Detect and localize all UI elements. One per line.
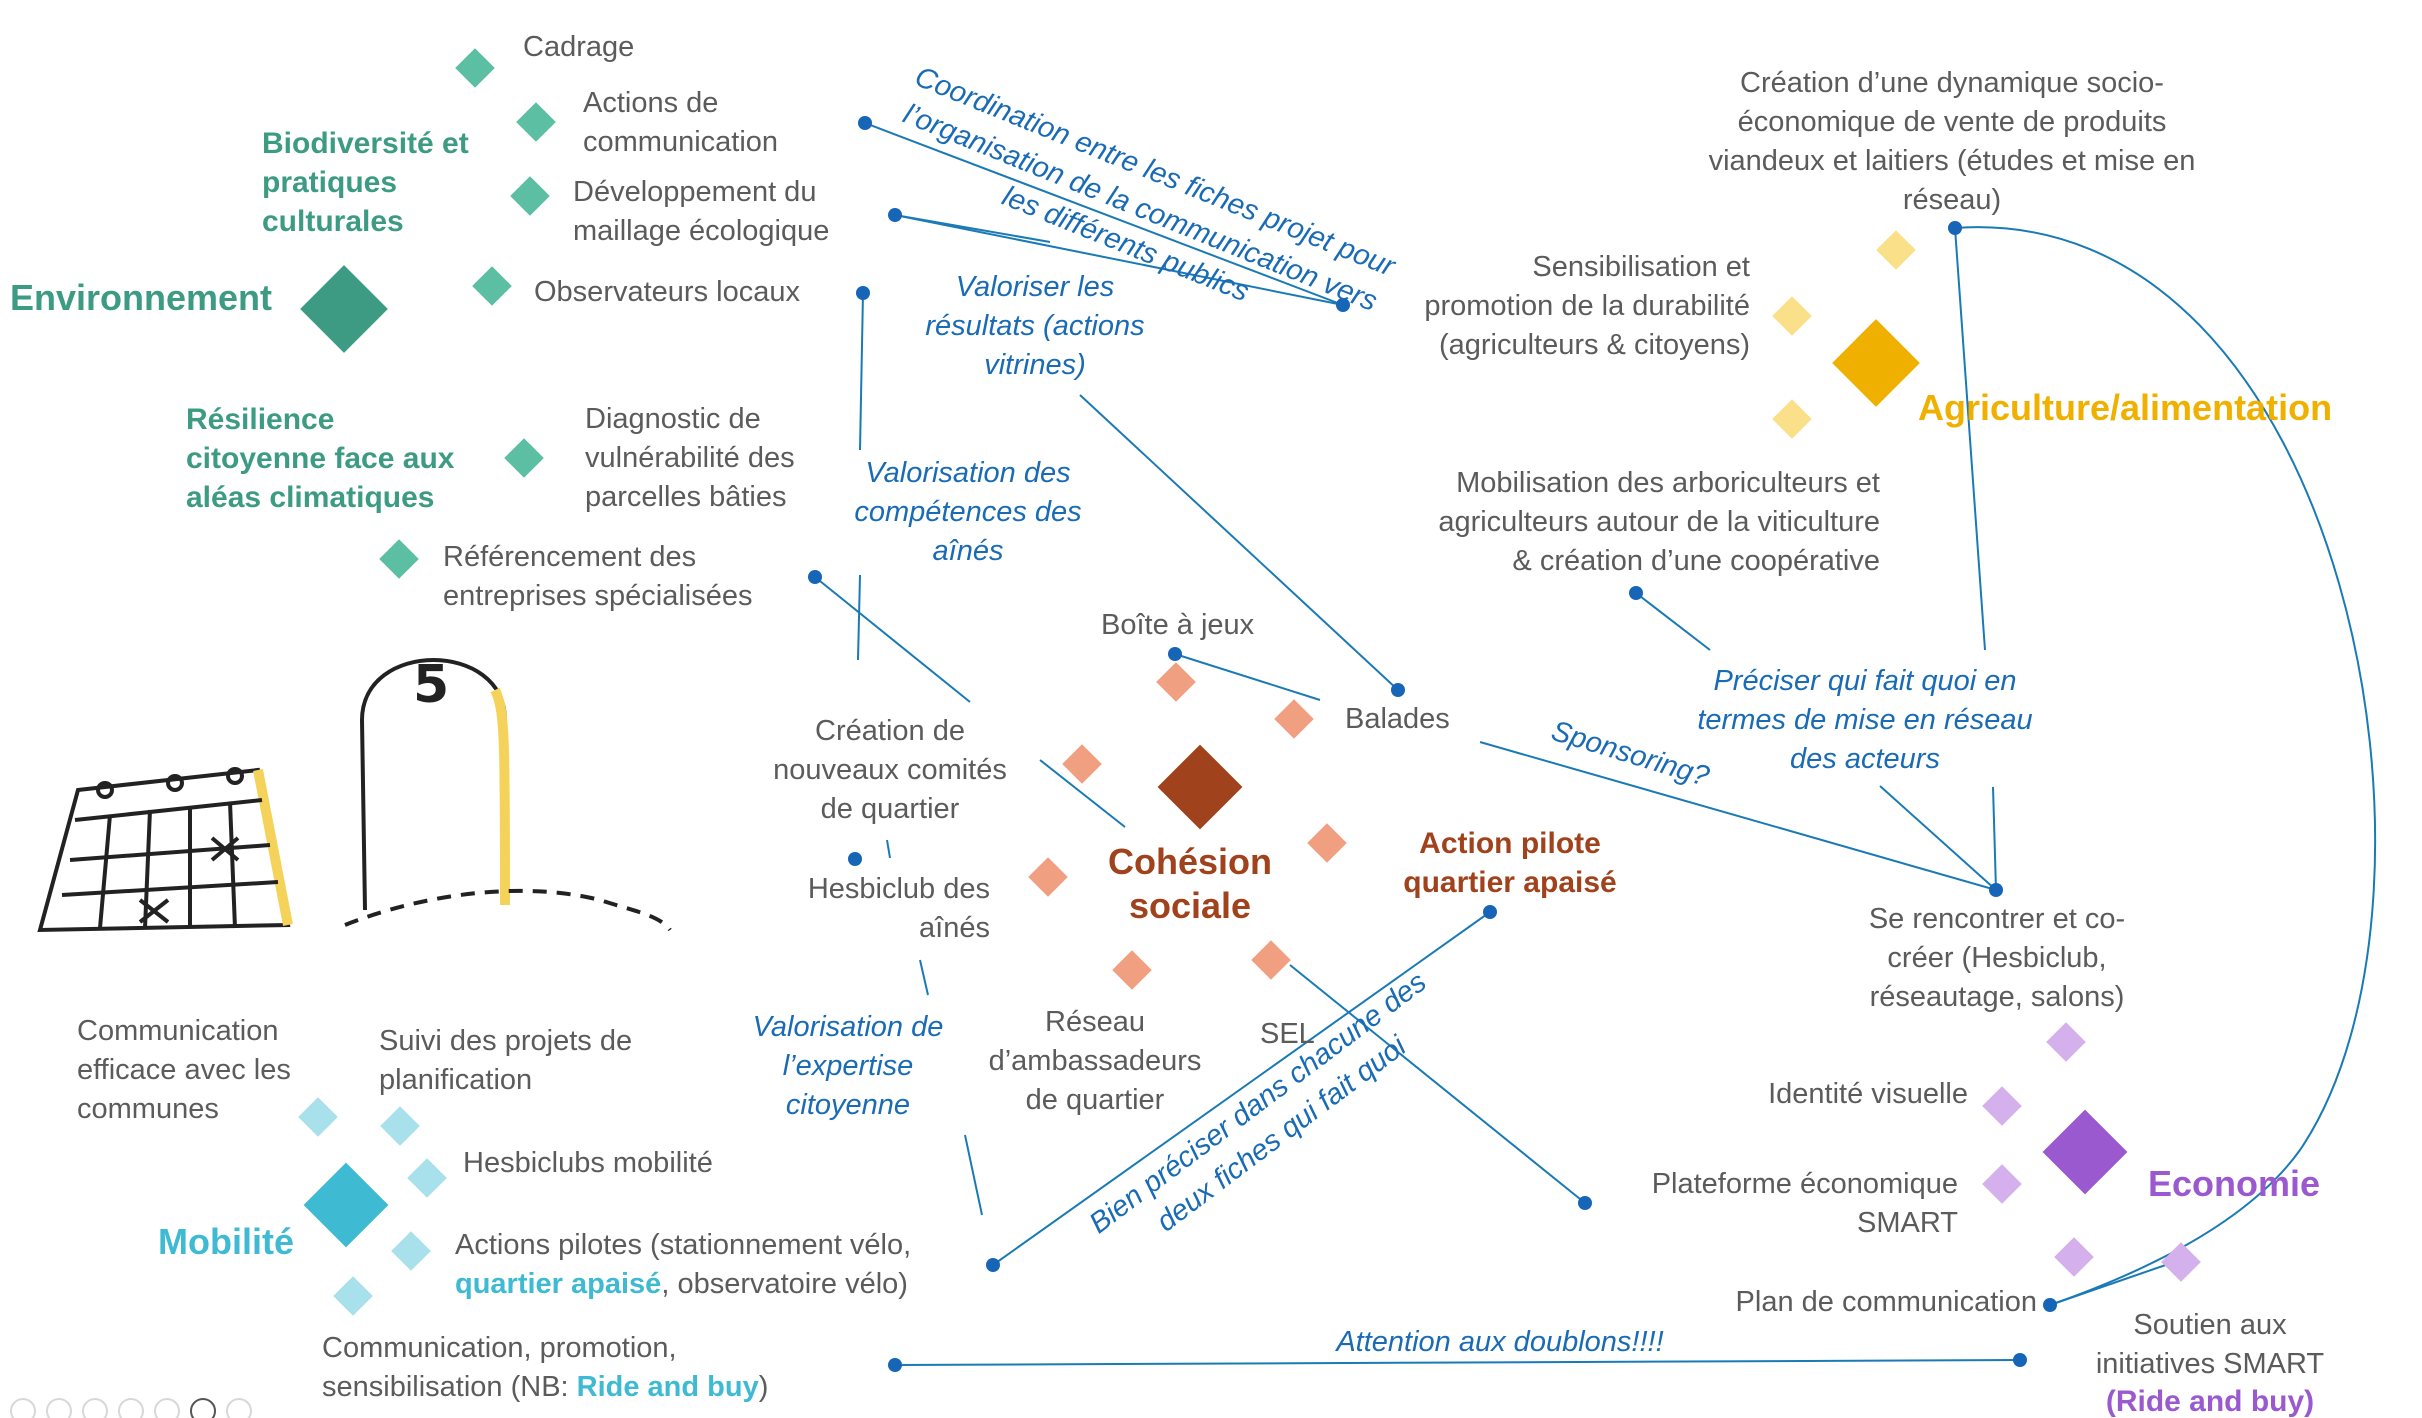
connector-expertise-top (919, 959, 929, 996)
quartier-apaise-highlight: quartier apaisé (455, 1268, 662, 1300)
connector-dot (1578, 1196, 1592, 1210)
connector-doublons (894, 1359, 2021, 1366)
mobilite-title: Mobilité (158, 1221, 294, 1262)
communication-promotion-label: Communication, promotion, sensibilisatio… (322, 1329, 768, 1407)
connector-coordination (864, 122, 1344, 306)
hesbiclubs-label: Hesbiclubs mobilité (463, 1147, 713, 1179)
balades-label: Balades (1345, 703, 1450, 735)
annotation-preciser: Préciser qui fait quoi en termes de mise… (1697, 665, 2033, 775)
connector-dot (1336, 298, 1350, 312)
suivi-label: Suivi des projets de planification (379, 1025, 633, 1096)
connector-dynamique (1954, 227, 1986, 651)
dynamique-label: Création d’une dynamique socio- économiq… (1708, 67, 2196, 216)
milestone-illustration (344, 658, 672, 932)
resilience-title: Résilience citoyenne face aux aléas clim… (186, 403, 455, 514)
actions-pilotes-text-2: , observatoire vélo) (661, 1268, 908, 1300)
connector-aines (857, 574, 861, 661)
connector-dot (986, 1258, 1000, 1272)
connector-comites (1039, 759, 1126, 828)
communication-efficace-label: Communication efficace avec les communes (77, 1015, 291, 1125)
plan-label: Plan de communication (1735, 1286, 2037, 1318)
communication-promotion-text-2: sensibilisation (NB: (322, 1371, 577, 1403)
mobilisation-label: Mobilisation des arboriculteurs et agric… (1438, 467, 1880, 577)
identite-label: Identité visuelle (1768, 1078, 1968, 1110)
annotation-valorisation-expertise: Valorisation de l’expertise citoyenne (752, 1011, 944, 1121)
milestone-number: 5 (413, 655, 450, 715)
diagnostic-label: Diagnostic de vulnérabilité des parcelle… (585, 403, 795, 513)
toolbar-slides-icon[interactable] (82, 1398, 108, 1418)
connector-dot (1948, 221, 1962, 235)
calendar-illustration (37, 767, 293, 933)
hesbiclub-aines-label: Hesbiclub des aînés (807, 873, 990, 944)
actions-pilotes-text: Actions pilotes (stationnement vélo, (455, 1229, 912, 1261)
connector-mobilisation (1635, 592, 1711, 651)
connector-preciser (1879, 785, 1997, 891)
connector-dot (1391, 683, 1405, 697)
connector-dot (1168, 647, 1182, 661)
presentation-toolbar (10, 1398, 252, 1418)
cohesion-title: Cohésion sociale (1107, 841, 1272, 926)
connector-hesbi-dot (886, 839, 891, 859)
observateurs-label: Observateurs locaux (534, 276, 800, 308)
connector-maillage (894, 214, 1051, 243)
connector-dot (1483, 905, 1497, 919)
connector-valoriser (859, 292, 864, 451)
connector-preciser-2 (1992, 786, 1997, 891)
actions-pilotes-label: Actions pilotes (stationnement vélo, qua… (455, 1226, 911, 1304)
communication-promotion-text: Communication, promotion, (322, 1332, 677, 1364)
maillage-label: Développement du maillage écologique (573, 176, 830, 247)
annotation-doublons: Attention aux doublons!!!! (1336, 1326, 1664, 1358)
connector-referencement (814, 576, 971, 703)
connector-sponsoring (1479, 741, 1997, 891)
cadrage-label: Cadrage (523, 31, 635, 63)
connector-dot (2043, 1298, 2057, 1312)
comites-label: Création de nouveaux comités de quartier (773, 715, 1007, 825)
connector-dot (888, 208, 902, 222)
connector-dot (1629, 586, 1643, 600)
connector-coordination-2 (894, 214, 1344, 306)
connector-valoriser-balades (1079, 394, 1399, 691)
annotation-valorisation-aines: Valorisation des compétences des aînés (854, 457, 1082, 567)
plateforme-label: Plateforme économique SMART (1651, 1168, 1958, 1239)
action-pilote-label: Action pilote quartier apaisé (1403, 827, 1617, 899)
toolbar-subtitles-icon[interactable] (154, 1398, 180, 1418)
connector-bien-preciser (992, 911, 1491, 1266)
environnement-title: Environnement (10, 277, 273, 318)
agriculture-title: Agriculture/alimentation (1918, 387, 2333, 428)
connector-expertise (964, 1134, 983, 1216)
toolbar-prev-icon[interactable] (10, 1398, 36, 1418)
ride-and-buy-highlight: Ride and buy (576, 1371, 759, 1403)
connector-dot (808, 570, 822, 584)
reseau-label: Réseau d’ambassadeurs de quartier (988, 1006, 1202, 1116)
communication-promotion-text-3: ) (758, 1371, 769, 1403)
soutien-label: Soutien aux initiatives SMART (2095, 1309, 2325, 1380)
connector-boite (1174, 653, 1321, 701)
boite-label: Boîte à jeux (1101, 609, 1255, 641)
annotation-valoriser: Valoriser les résultats (actions vitrine… (925, 271, 1145, 381)
connector-dot (856, 286, 870, 300)
economie-title: Economie (2148, 1163, 2321, 1204)
sensibilisation-label: Sensibilisation et promotion de la durab… (1424, 251, 1750, 361)
toolbar-pen-icon[interactable] (46, 1398, 72, 1418)
toolbar-more-icon[interactable] (226, 1398, 252, 1418)
sel-label: SEL (1260, 1018, 1315, 1050)
biodiversite-title: Biodiversité et pratiques culturales (262, 127, 469, 238)
connector-curve (1954, 226, 2377, 1306)
actions-communication-label: Actions de communication (583, 87, 779, 158)
rencontrer-label: Se rencontrer et co- créer (Hesbiclub, r… (1868, 903, 2126, 1013)
connector-dot (848, 852, 862, 866)
connector-dot (858, 116, 872, 130)
connector-dot (2013, 1353, 2027, 1367)
ride-buy-label: (Ride and buy) (2105, 1385, 2315, 1418)
referencement-label: Référencement des entreprises spécialisé… (443, 541, 753, 612)
toolbar-camera-icon[interactable] (190, 1398, 216, 1418)
connector-dot (888, 1358, 902, 1372)
connector-dot (1989, 883, 2003, 897)
connector-sel (1289, 964, 1586, 1204)
toolbar-zoom-icon[interactable] (118, 1398, 144, 1418)
